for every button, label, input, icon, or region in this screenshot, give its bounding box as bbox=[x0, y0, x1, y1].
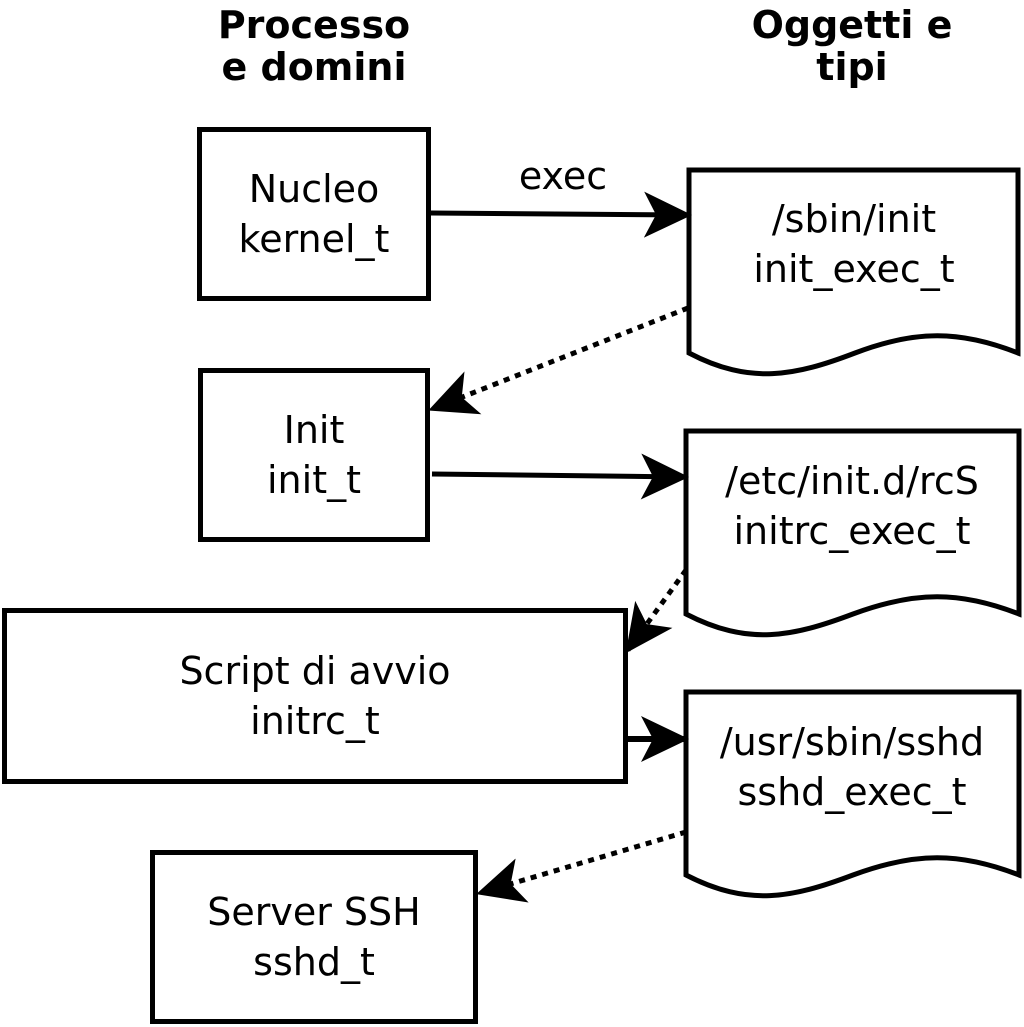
process-name: Init bbox=[283, 408, 345, 452]
process-name: Nucleo bbox=[248, 167, 380, 211]
object-type: init_exec_t bbox=[753, 247, 955, 291]
header-objects-line-1: Oggetti e bbox=[751, 3, 953, 47]
process-domain: kernel_t bbox=[238, 217, 390, 261]
object-rcs: /etc/init.d/rcS initrc_exec_t bbox=[684, 456, 1020, 556]
object-type: initrc_exec_t bbox=[733, 509, 971, 553]
arrow-rcs-to-initrc-domain bbox=[625, 568, 689, 654]
arrow-sbin-init-to-init-domain bbox=[428, 305, 689, 415]
process-name: Server SSH bbox=[207, 890, 421, 934]
process-name: Script di avvio bbox=[179, 649, 451, 693]
document-shape-rcs bbox=[683, 428, 1022, 638]
process-domain: initrc_t bbox=[250, 699, 380, 743]
object-sbin-init: /sbin/init init_exec_t bbox=[686, 194, 1022, 294]
process-box-kernel: Nucleo kernel_t bbox=[197, 127, 431, 301]
header-processes: Processo e domini bbox=[154, 4, 474, 88]
arrow-init-to-rcs bbox=[431, 453, 689, 500]
header-objects: Oggetti e tipi bbox=[692, 4, 1012, 88]
process-box-init: Init init_t bbox=[198, 368, 430, 542]
process-box-sshd: Server SSH sshd_t bbox=[150, 850, 478, 1024]
arrow-sshd-exec-to-sshd-domain bbox=[476, 829, 687, 903]
header-processes-line-2: e domini bbox=[221, 45, 407, 89]
edge-label-exec: exec bbox=[518, 154, 608, 198]
arrow-kernel-to-sbin-init bbox=[430, 191, 692, 238]
document-shape-sshd bbox=[683, 689, 1022, 899]
process-domain: sshd_t bbox=[253, 940, 375, 984]
header-objects-line-2: tipi bbox=[816, 45, 888, 89]
process-domain: init_t bbox=[267, 458, 361, 502]
process-box-initrc: Script di avvio initrc_t bbox=[2, 608, 628, 784]
object-sshd: /usr/sbin/sshd sshd_exec_t bbox=[684, 717, 1020, 817]
document-shape-sbin-init bbox=[686, 167, 1021, 377]
object-type: sshd_exec_t bbox=[737, 770, 967, 814]
header-processes-line-1: Processo bbox=[217, 3, 411, 47]
object-path: /usr/sbin/sshd bbox=[719, 720, 985, 764]
object-path: /sbin/init bbox=[771, 197, 937, 241]
object-path: /etc/init.d/rcS bbox=[725, 459, 979, 503]
